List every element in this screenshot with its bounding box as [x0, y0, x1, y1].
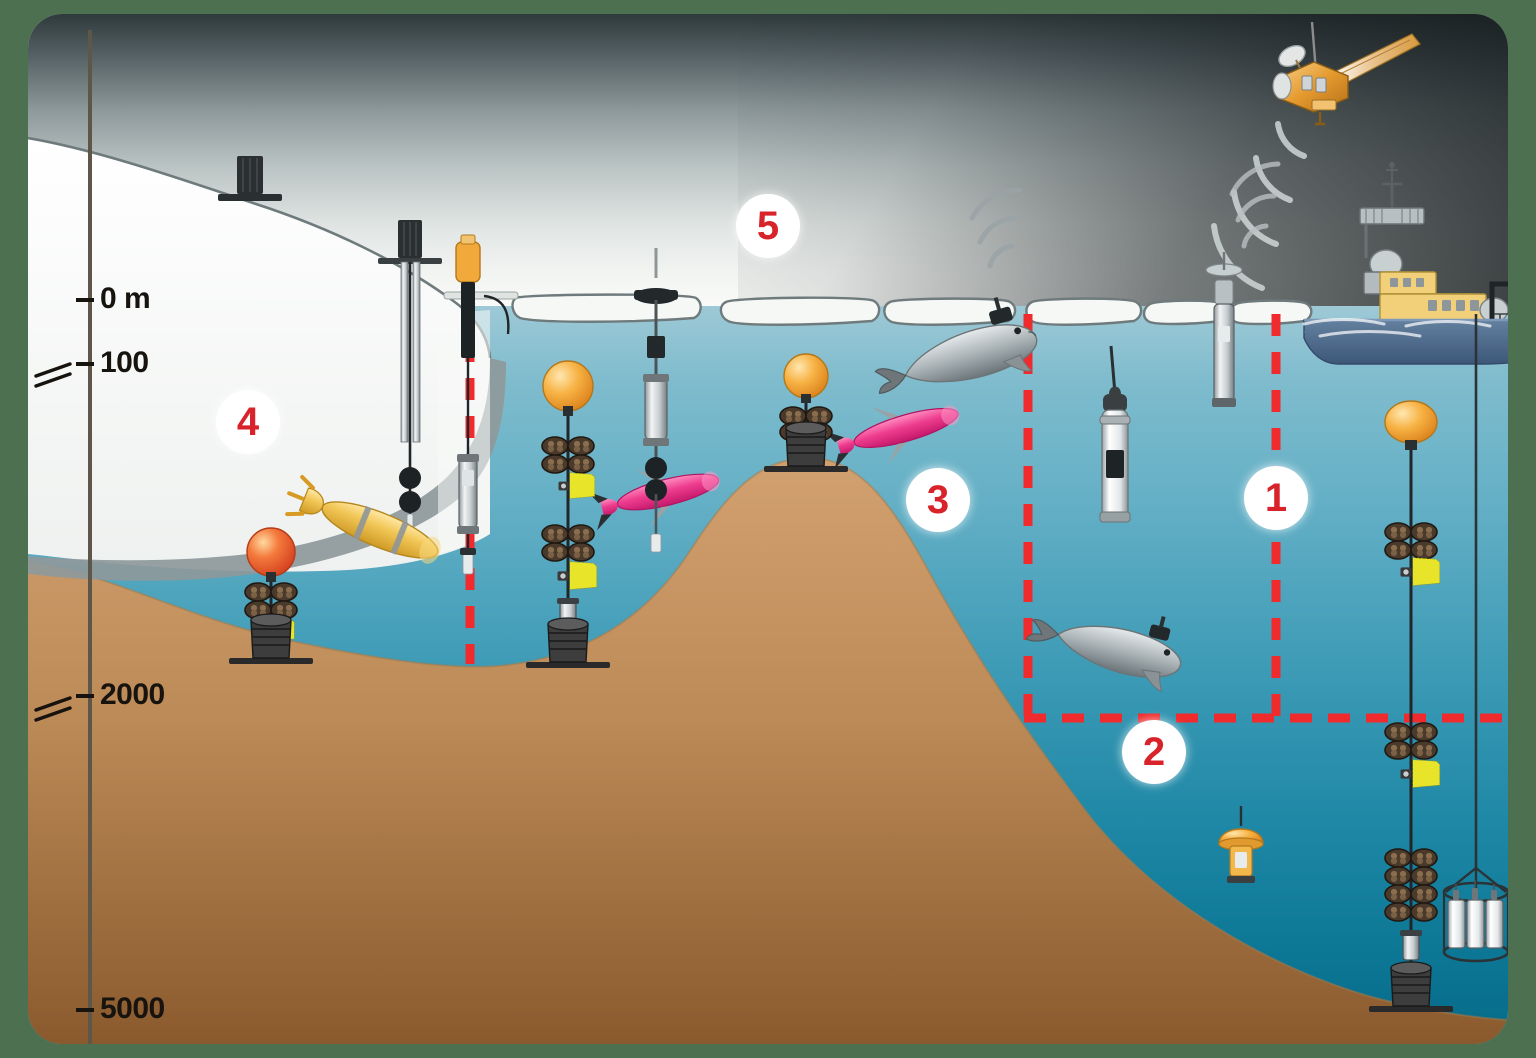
- depth-label-5000: 5000: [100, 992, 165, 1025]
- profiling-float-argo: [1099, 345, 1131, 523]
- depth-label-100: 100: [100, 346, 149, 379]
- ice-shelf-profiler-station: [443, 234, 519, 575]
- underwater-glider-right: [823, 405, 960, 470]
- mooring-shelf: [228, 527, 314, 665]
- satellite-signal-waves: [1211, 121, 1307, 291]
- deep-profiling-float: [1218, 806, 1264, 883]
- mooring-ridge-crest: [763, 353, 849, 473]
- axis-break-marks: [34, 362, 72, 722]
- vessel-wake: [1302, 318, 1492, 338]
- ctd-rosette: [1442, 867, 1508, 963]
- ice-floe: [1228, 299, 1313, 326]
- diagram-panel: 0 m 100 2000 5000 1 2 3 4 5: [28, 14, 1508, 1044]
- region-marker-4[interactable]: 4: [216, 390, 280, 454]
- depth-axis-line: [88, 30, 92, 1044]
- ice-tethered-profiler: [634, 248, 678, 553]
- region-marker-3[interactable]: 3: [906, 468, 970, 532]
- depth-tick-100: [76, 362, 94, 366]
- depth-tick-2000: [76, 694, 94, 698]
- instrumented-seal-upper: [874, 297, 1038, 394]
- seal-tag-transmission-waves: [969, 187, 1023, 269]
- depth-label-2000: 2000: [100, 678, 165, 711]
- ice-surface-beacon: [1205, 252, 1243, 407]
- depth-label-0m: 0 m: [100, 282, 151, 315]
- autonomous-underwater-vehicle: [285, 474, 441, 564]
- ice-floe: [719, 296, 881, 326]
- region-marker-2[interactable]: 2: [1122, 720, 1186, 784]
- research-vessel: [1303, 162, 1508, 365]
- sea-ice-floes: [511, 293, 1313, 326]
- ice-shelf-borehole-station-2: [378, 220, 442, 539]
- region-marker-5[interactable]: 5: [736, 194, 800, 258]
- depth-tick-0m: [76, 298, 94, 302]
- mooring-basin: [525, 360, 611, 669]
- ice-shelf-borehole-station-1: [218, 156, 282, 201]
- ice-floe: [1025, 297, 1143, 326]
- communications-satellite: [1272, 21, 1421, 126]
- depth-tick-5000: [76, 1008, 94, 1012]
- mooring-abyssal: [1368, 400, 1454, 1013]
- region-marker-1[interactable]: 1: [1244, 466, 1308, 530]
- scene-vector-layer: [28, 21, 1508, 1044]
- instrumented-seal-lower: [1025, 616, 1182, 692]
- beacon-signal-waves: [1229, 161, 1281, 249]
